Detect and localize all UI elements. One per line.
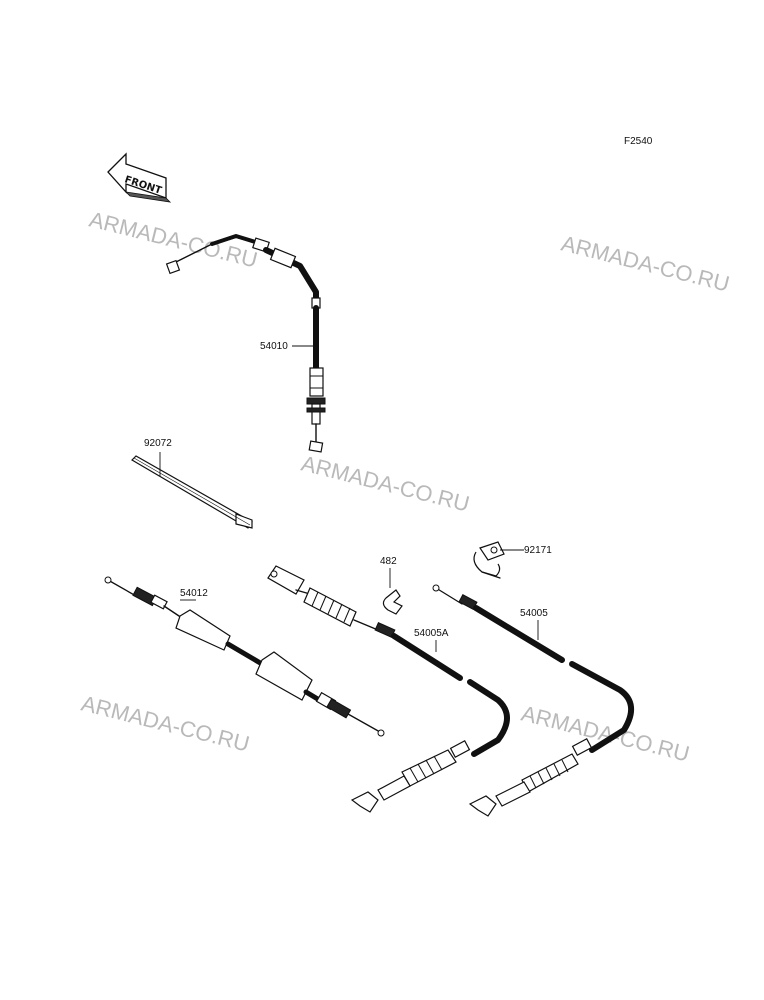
watermark-4: ARMADA-CO.RU: [79, 691, 252, 757]
part-label-54012: 54012: [180, 588, 208, 599]
watermark-2: ARMADA-CO.RU: [559, 231, 732, 297]
boot-lower: [401, 749, 457, 787]
cable-54005: [432, 584, 634, 817]
boot-54005: [521, 753, 579, 793]
part-label-54005: 54005: [520, 608, 548, 619]
cable-54012: [104, 576, 385, 737]
figure-code: F2540: [624, 136, 653, 147]
part-label-54005a: 54005A: [414, 628, 449, 639]
part-label-92072: 92072: [144, 438, 172, 449]
band-92072: [131, 455, 253, 529]
cable-54010: [165, 234, 326, 453]
watermark-3: ARMADA-CO.RU: [299, 451, 472, 517]
boot-upper: [303, 587, 357, 627]
part-label-54010: 54010: [260, 341, 288, 352]
clip-92171: [473, 541, 505, 579]
part-label-482: 482: [380, 556, 397, 567]
clip-482: [382, 589, 403, 615]
part-label-92171: 92171: [524, 545, 552, 556]
front-arrow-icon: FRONT: [107, 152, 172, 203]
cable-54005a: [267, 565, 510, 813]
watermark-5: ARMADA-CO.RU: [519, 701, 692, 767]
